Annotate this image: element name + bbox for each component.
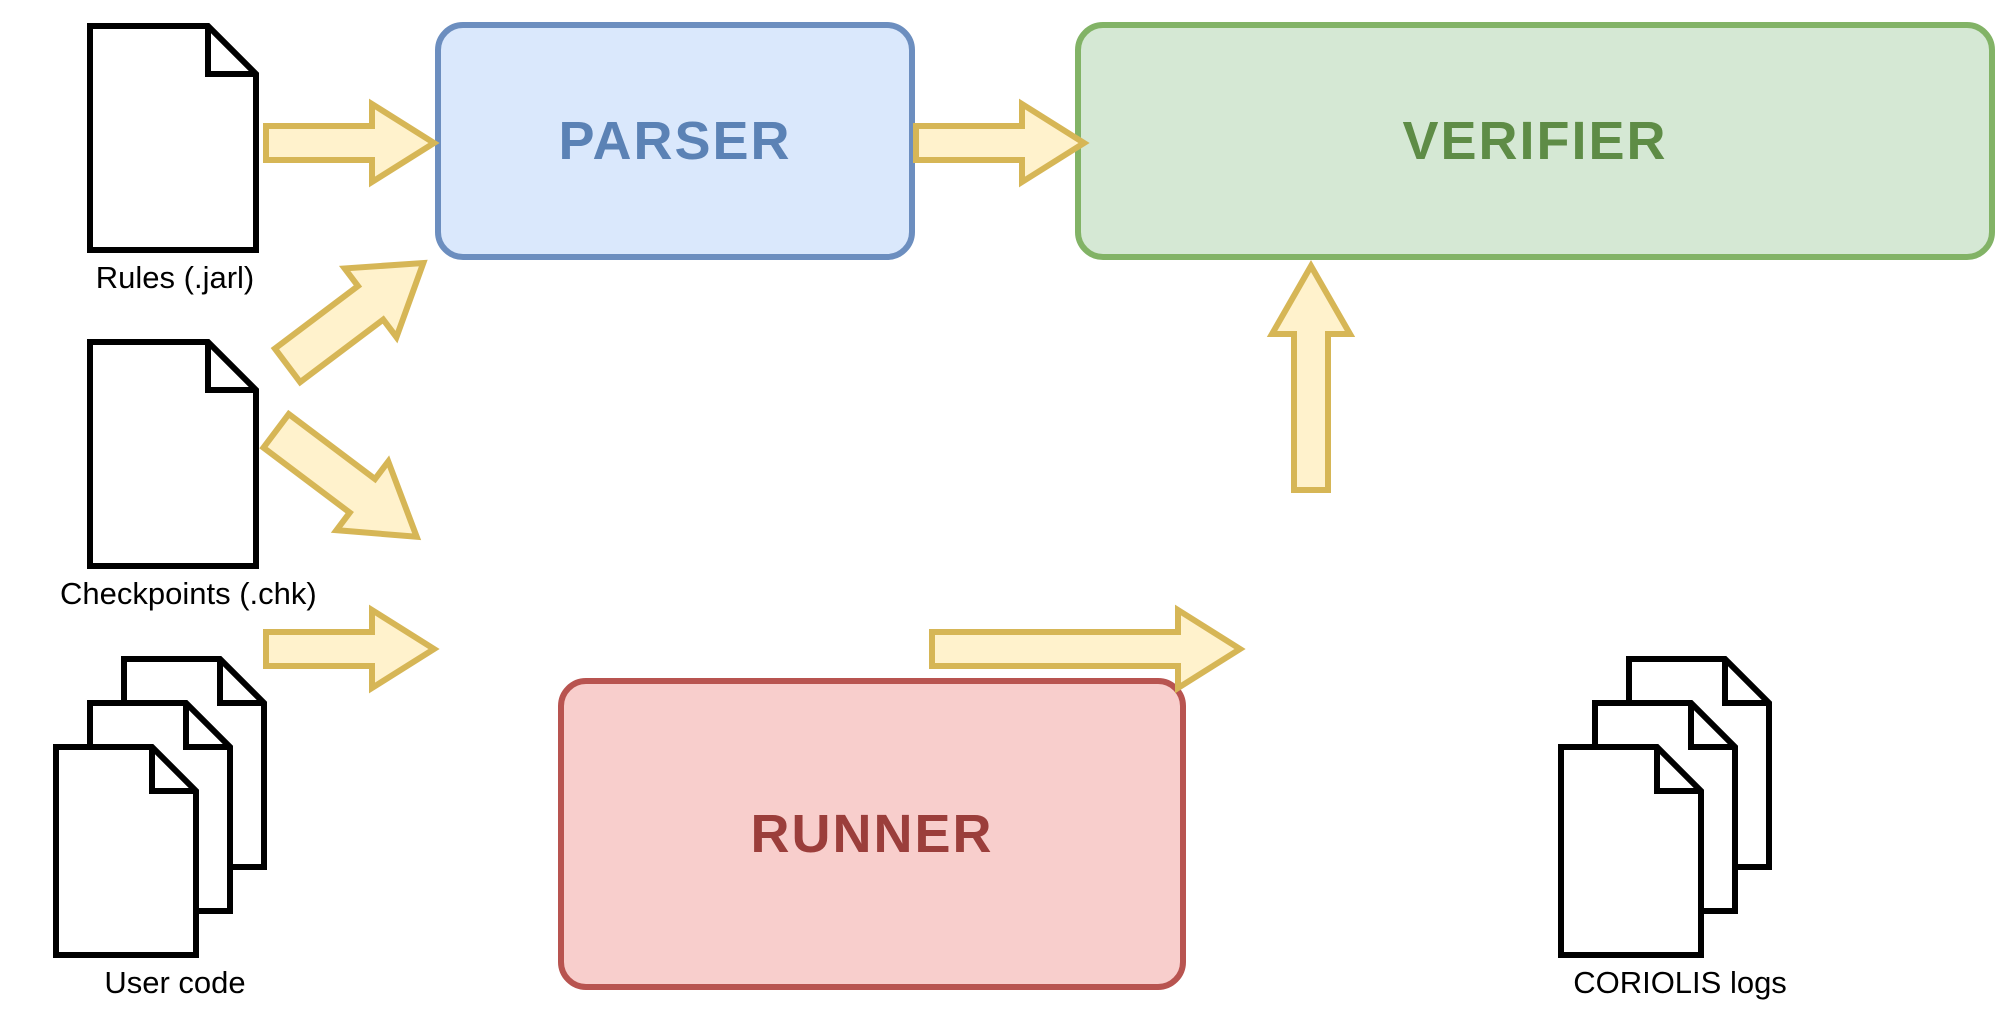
document-checkpoints-chk[interactable]: Checkpoints (.chk)	[60, 338, 317, 611]
arrow-user-code-to-runner-icon	[262, 604, 440, 694]
file-icon	[87, 23, 259, 253]
file-stack-icon	[53, 656, 267, 958]
document-checkpoints-caption: Checkpoints (.chk)	[60, 576, 317, 611]
arrow-checkpoints-to-parser-icon	[262, 248, 452, 387]
arrow-runner-to-logs-icon	[928, 604, 1246, 694]
process-box-parser[interactable]: PARSER	[435, 22, 915, 260]
arrow-rules-to-parser-icon	[262, 98, 440, 188]
arrow-logs-to-verifier-icon	[1266, 259, 1356, 494]
process-box-parser-label: PARSER	[558, 111, 792, 171]
document-user-code-caption: User code	[104, 965, 246, 1000]
arrow-checkpoints-to-runner-icon	[248, 409, 448, 555]
process-box-runner-label: RUNNER	[750, 804, 994, 864]
process-box-runner[interactable]: RUNNER	[558, 678, 1186, 990]
arrow-parser-to-verifier-icon	[912, 98, 1090, 188]
process-box-verifier-label: VERIFIER	[1402, 111, 1668, 171]
document-rules-caption: Rules (.jarl)	[95, 260, 255, 295]
document-stack-user-code[interactable]: User code	[40, 655, 310, 1000]
document-stack-coriolis-logs[interactable]: CORIOLIS logs	[1545, 655, 1815, 1000]
process-box-verifier[interactable]: VERIFIER	[1075, 22, 1995, 260]
file-stack-icon	[1558, 656, 1772, 958]
file-icon	[87, 339, 259, 569]
document-rules-jarl[interactable]: Rules (.jarl)	[60, 22, 290, 295]
document-coriolis-logs-caption: CORIOLIS logs	[1573, 965, 1787, 1000]
